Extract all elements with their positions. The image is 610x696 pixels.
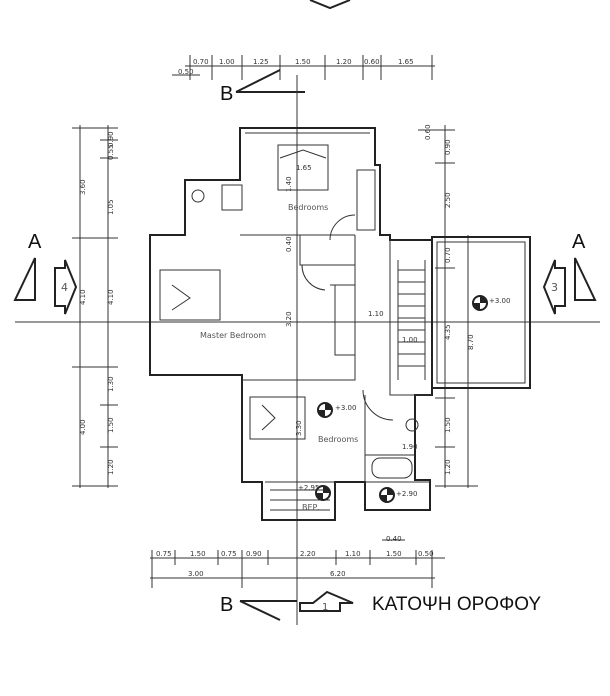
- section-label: B: [220, 83, 233, 105]
- dim-label: 6.20: [330, 570, 346, 578]
- building-walls: [149, 127, 531, 521]
- level-label: +3.00: [489, 297, 510, 305]
- section-a-marker: A A 4 3: [13, 231, 600, 323]
- dim-label: 3.30: [295, 420, 303, 436]
- top-dimensions: 0.70 1.00 1.25 1.50 1.20 0.60 1.65 0.50: [172, 55, 435, 80]
- dim-label: 0.55: [107, 144, 115, 160]
- dim-label: 0.70: [444, 247, 452, 263]
- dim-label: 0.90: [444, 139, 452, 155]
- level-label: +2.90: [396, 490, 417, 498]
- view-arrow-number: 1: [322, 602, 328, 613]
- dim-label: 0.90: [246, 550, 262, 558]
- dim-label: 1.00: [402, 336, 418, 344]
- dim-label: 0.75: [221, 550, 237, 558]
- view-arrow-icon: [54, 259, 78, 315]
- dim-label: 1.05: [107, 199, 115, 215]
- level-markers: +3.00 +3.00 +2.95 +2.90: [298, 295, 510, 503]
- dim-label: 2.50: [444, 192, 452, 208]
- bottom-dimensions: 0.75 1.50 0.75 0.90 2.20 1.10 1.50 0.50 …: [150, 535, 445, 588]
- dim-label: 1.90: [402, 443, 418, 451]
- level-label: +3.00: [335, 404, 356, 412]
- dim-label: 0.50: [178, 68, 194, 76]
- north-arrow-icon: [309, 0, 351, 10]
- left-dimensions: 3.60 4.10 4.00 0.90 0.55 1.05 4.10 1.30 …: [72, 125, 118, 488]
- dim-label: 1.10: [345, 550, 361, 558]
- dim-label: 0.75: [156, 550, 172, 558]
- dim-label: 0.60: [364, 58, 380, 66]
- section-label: A: [572, 231, 586, 253]
- section-b-marker: B: [220, 69, 305, 625]
- dim-label: 1.30: [107, 376, 115, 392]
- dim-label: 4.00: [79, 419, 87, 435]
- view-arrow-number: 4: [61, 281, 68, 294]
- dim-label: 0.70: [193, 58, 209, 66]
- dim-label: 0.90: [107, 131, 115, 147]
- view-arrow-icon: [542, 259, 566, 315]
- view-arrow-icon: [299, 590, 354, 612]
- dim-label: 1.50: [107, 417, 115, 433]
- dim-label: 8.70: [467, 334, 475, 350]
- room-label: ΒΕΡ.: [302, 503, 320, 512]
- dim-label: 1.65: [296, 164, 312, 172]
- room-label: Bedrooms: [318, 435, 358, 444]
- dim-label: 3.60: [79, 179, 87, 195]
- dim-label: 1.65: [398, 58, 414, 66]
- section-label: B: [220, 594, 233, 616]
- dim-label: 1.25: [253, 58, 269, 66]
- dim-label: 1.00: [219, 58, 235, 66]
- dim-label: 2.20: [300, 550, 316, 558]
- dim-label: 4.35: [444, 324, 452, 340]
- dim-label: 1.20: [444, 459, 452, 475]
- dim-label: 0.40: [386, 535, 402, 543]
- dim-label: 4.10: [107, 289, 115, 305]
- dim-label: 3.00: [188, 570, 204, 578]
- dim-label: 1.20: [336, 58, 352, 66]
- dim-label: 1.40: [285, 176, 293, 192]
- dim-label: 3.20: [285, 311, 293, 327]
- dim-label: 1.50: [386, 550, 402, 558]
- drawing-title: ΚΑΤΟΨΗ ΟΡΟΦΟΥ: [372, 594, 541, 615]
- level-label: +2.95: [298, 484, 319, 492]
- dim-label: 1.50: [295, 58, 311, 66]
- section-label: A: [28, 231, 42, 253]
- dim-label: 1.50: [444, 417, 452, 433]
- dim-label: 0.40: [285, 236, 293, 252]
- dim-label: 1.50: [190, 550, 206, 558]
- dim-label: 0.60: [424, 124, 432, 140]
- right-dimensions: 0.60 0.90 2.50 0.70 4.35 8.70 1.50 1.20: [418, 124, 478, 488]
- dim-label: 1.10: [368, 310, 384, 318]
- dim-label: 1.20: [107, 459, 115, 475]
- room-label: Bedrooms: [288, 203, 328, 212]
- room-label: Master Bedroom: [200, 331, 266, 340]
- dim-label: 0.50: [418, 550, 434, 558]
- view-arrow-number: 3: [551, 281, 558, 294]
- dim-label: 4.10: [79, 289, 87, 305]
